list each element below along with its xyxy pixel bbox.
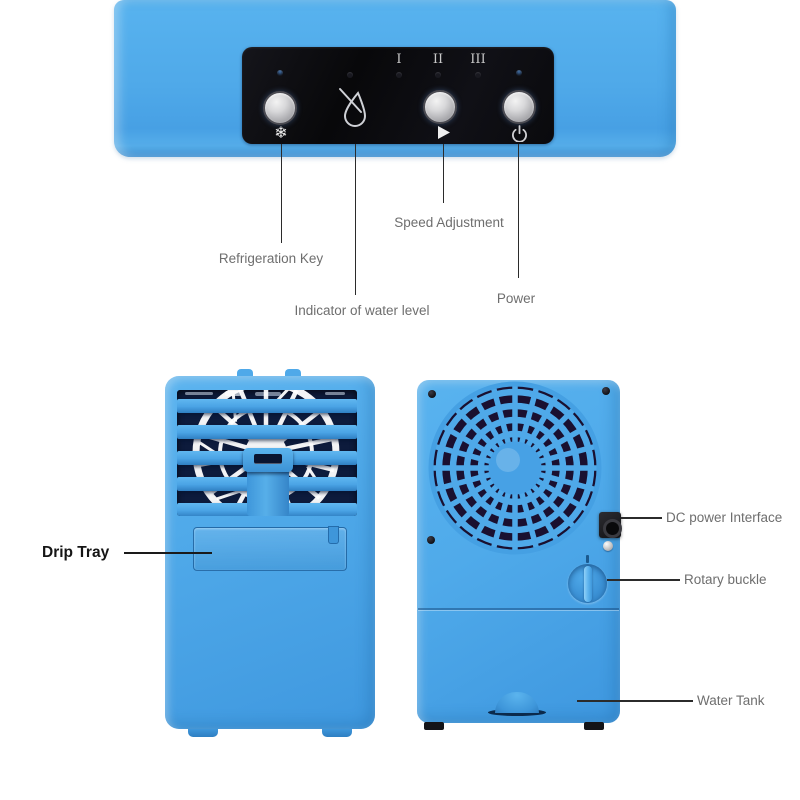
back-foot (424, 722, 444, 730)
led-indicator (435, 72, 441, 78)
louver-slat (177, 425, 357, 439)
louver-handle-slot (254, 454, 282, 464)
snowflake-icon: ❄ (274, 125, 288, 142)
water-tank-notch (495, 692, 539, 713)
power-label: Power (496, 291, 536, 306)
power-button (502, 90, 536, 124)
screw (602, 387, 610, 395)
callout-line-water-tank (577, 700, 693, 702)
callout-line-dc-power (621, 517, 662, 519)
water-level-indicator-label: Indicator of water level (294, 303, 430, 318)
dc-power-port (603, 519, 622, 538)
refrigeration-button (263, 91, 297, 125)
rotary-buckle-label: Rotary buckle (684, 572, 767, 587)
led-indicator (396, 72, 402, 78)
louver-slat (177, 399, 357, 413)
callout-line-rotary-buckle (607, 579, 680, 581)
led-indicator (347, 72, 353, 78)
control-panel (242, 47, 554, 144)
refrigeration-key-label: Refrigeration Key (218, 251, 324, 266)
water-drop-slash-icon (339, 88, 367, 127)
lid-tab (285, 369, 301, 377)
rotary-buckle-mark (586, 555, 589, 563)
vent-reflection (325, 392, 345, 395)
water-tank-seam (418, 608, 619, 610)
led-indicator (475, 72, 481, 78)
vent-reflection (185, 392, 213, 395)
screw (428, 390, 436, 398)
play-triangle-icon (438, 126, 450, 139)
rotary-buckle-slot (584, 566, 592, 602)
back-foot (584, 722, 604, 730)
water-tank-seam-highlight (418, 610, 619, 611)
dc-power-interface-label: DC power Interface (666, 510, 783, 525)
callout-line-water-level (354, 144, 356, 295)
speed-level-1-label: I (396, 52, 402, 67)
power-icon (512, 125, 527, 142)
front-foot (188, 729, 218, 737)
speed-adjustment-label: Speed Adjustment (394, 215, 504, 230)
speed-level-2-label: II (432, 52, 444, 67)
front-foot (322, 729, 352, 737)
speed-button (423, 90, 457, 124)
led-indicator (277, 70, 283, 76)
led-indicator (516, 70, 522, 76)
callout-line-refrigeration (280, 144, 282, 243)
drip-tray-tab (328, 526, 339, 544)
lid-tab (237, 369, 253, 377)
callout-line-drip-tray (124, 552, 212, 554)
water-tank-label: Water Tank (697, 693, 765, 708)
rear-fan-grille (428, 381, 602, 555)
screw (603, 541, 613, 551)
callout-line-power (517, 144, 519, 278)
drip-tray-panel (193, 527, 347, 571)
drip-tray-label: Drip Tray (42, 544, 110, 561)
screw (427, 536, 435, 544)
speed-level-3-label: III (470, 52, 486, 67)
front-vent (177, 390, 357, 516)
callout-line-speed (442, 144, 444, 203)
